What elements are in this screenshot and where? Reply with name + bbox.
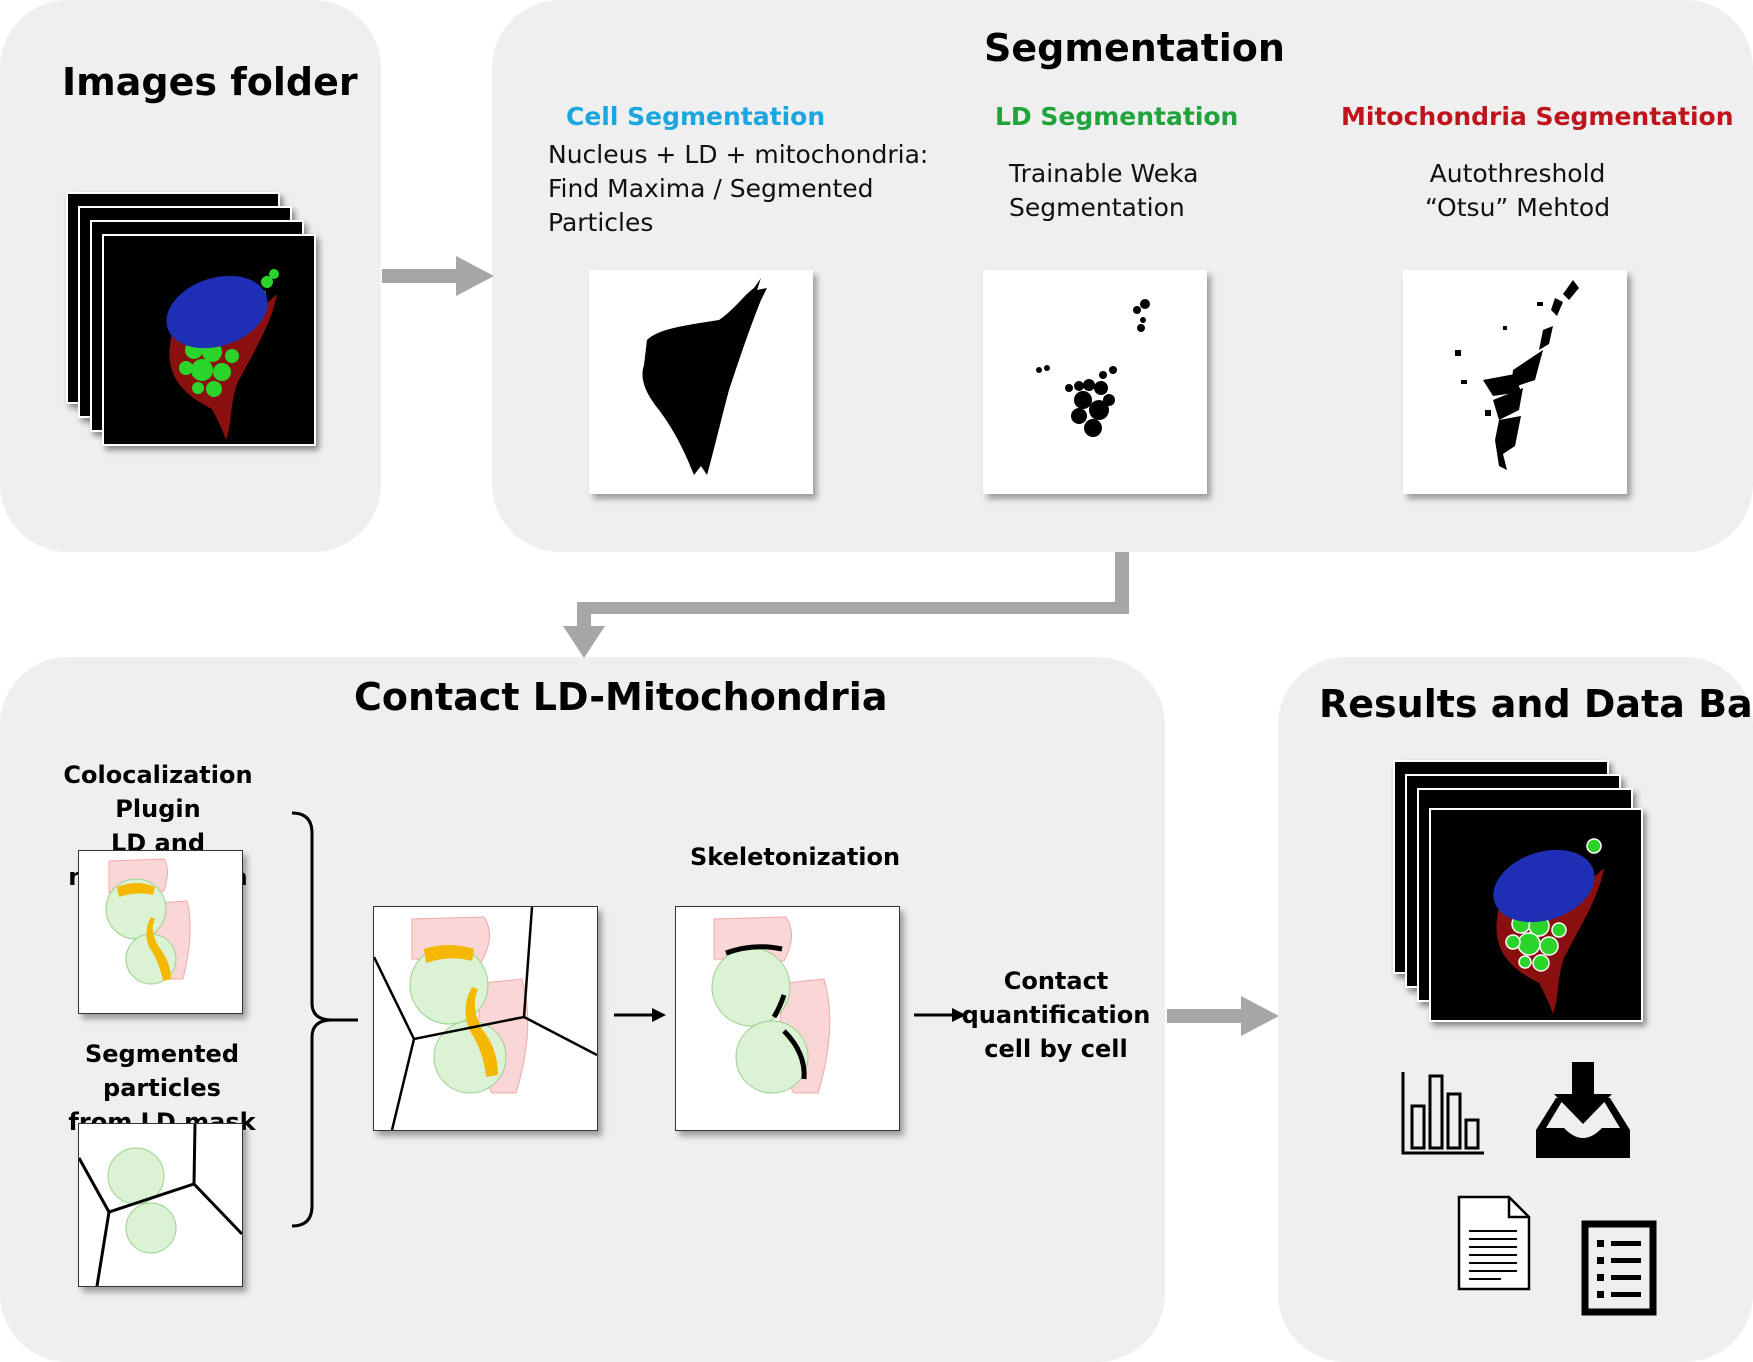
small-arrow-to-quantification: [914, 1008, 966, 1022]
cell-segmentation-title: Cell Segmentation: [566, 102, 826, 131]
results-image-stack: [1393, 760, 1653, 1022]
bracket: [291, 811, 358, 1228]
cell-mask-image: [589, 270, 813, 494]
document-icon: [1457, 1195, 1531, 1291]
results-title: Results and Data Base: [1319, 682, 1753, 726]
results-microscopy-image: [1429, 808, 1643, 1022]
arrow-contact-to-results: [1167, 996, 1279, 1036]
ld-mask-image: [983, 270, 1207, 494]
segmented-particles-diagram: [78, 1123, 243, 1287]
cell-segmentation-description: Nucleus + LD + mitochondria: Find Maxima…: [548, 140, 929, 237]
colocalization-diagram: [78, 850, 243, 1014]
arrow-segmentation-to-contact: [563, 552, 1129, 658]
bar-chart-icon: [1401, 1072, 1484, 1155]
cell-microscopy-image: [102, 234, 316, 446]
download-tray-icon: [1536, 1062, 1630, 1158]
images-folder-title: Images folder: [62, 60, 358, 104]
segmentation-title: Segmentation: [984, 26, 1285, 70]
mito-segmentation-description: Autothreshold “Otsu” Mehtod: [1425, 159, 1611, 222]
contact-quantification-label: Contact quantification cell by cell: [961, 967, 1151, 1063]
skeletonization-label: Skeletonization: [690, 843, 901, 871]
image-stack: [66, 192, 324, 454]
ld-segmentation-title: LD Segmentation: [995, 102, 1239, 131]
ld-segmentation-description: Trainable Weka Segmentation: [1009, 159, 1199, 222]
small-arrow-to-skeleton: [614, 1008, 666, 1022]
checklist-icon: [1581, 1220, 1657, 1316]
mito-mask-image: [1403, 270, 1627, 494]
mito-segmentation-title: Mitochondria Segmentation: [1341, 102, 1734, 131]
contact-title: Contact LD-Mitochondria: [354, 675, 888, 719]
combined-contact-diagram: [373, 906, 598, 1131]
skeleton-diagram: [675, 906, 900, 1131]
arrow-images-to-segmentation: [382, 256, 494, 296]
